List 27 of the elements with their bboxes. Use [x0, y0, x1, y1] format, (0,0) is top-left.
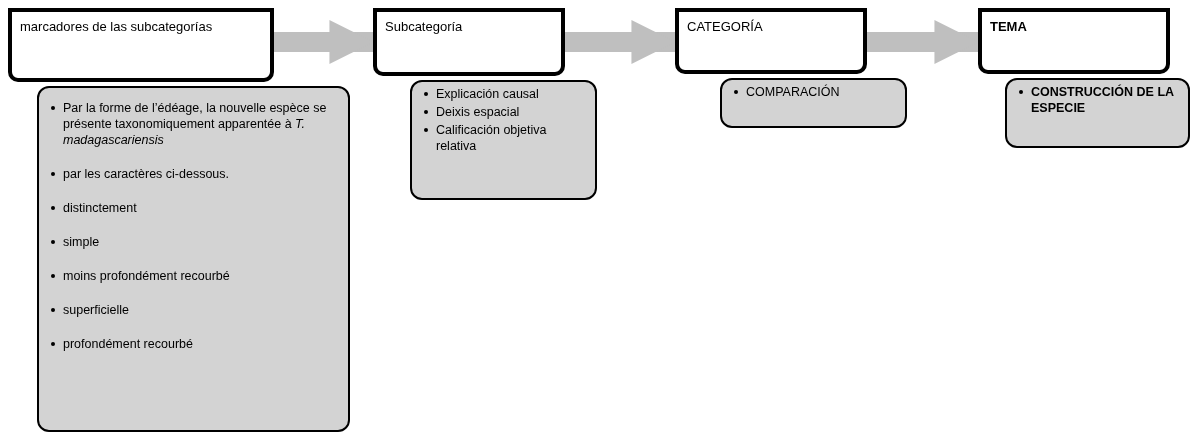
heading-text: marcadores de las subcategorías — [20, 18, 214, 35]
bullet-text: Explicación causal — [436, 86, 539, 102]
bullet-text: profondément recourbé — [63, 336, 193, 352]
heading-text: CATEGORÍA — [687, 18, 764, 35]
bullet-text: distinctement — [63, 200, 137, 216]
heading-text: Subcategoría — [385, 18, 464, 35]
bullet-text: superficielle — [63, 302, 129, 318]
block-arrow — [867, 20, 979, 64]
block-arrow — [274, 20, 374, 64]
header-box — [675, 8, 867, 74]
header-box — [373, 8, 565, 76]
bullet-text: Deixis espacial — [436, 104, 520, 120]
header-box — [978, 8, 1170, 74]
bullet-text: moins profondément recourbé — [63, 268, 230, 284]
block-arrow — [565, 20, 676, 64]
bullet-list-box — [1005, 78, 1190, 148]
bullet-list-box — [410, 80, 597, 200]
bullet-text: COMPARACIÓN — [746, 84, 840, 100]
heading-text: TEMA — [990, 18, 1028, 35]
bullet-list-box — [37, 86, 350, 432]
bullet-text: Par la forme de l’édéage, la nouvelle espèce se présente taxonomiquement apparentée à T. madagascariensis — [63, 100, 328, 148]
bullet-list-box — [720, 78, 907, 128]
bullet-text: par les caractères ci-dessous. — [63, 166, 230, 182]
header-box — [8, 8, 274, 82]
bullet-text: simple — [63, 234, 100, 250]
bullet-text: Calificación objetiva relativa — [436, 122, 548, 154]
bullet-text: CONSTRUCCIÓN DE LA ESPECIE — [1031, 84, 1175, 116]
